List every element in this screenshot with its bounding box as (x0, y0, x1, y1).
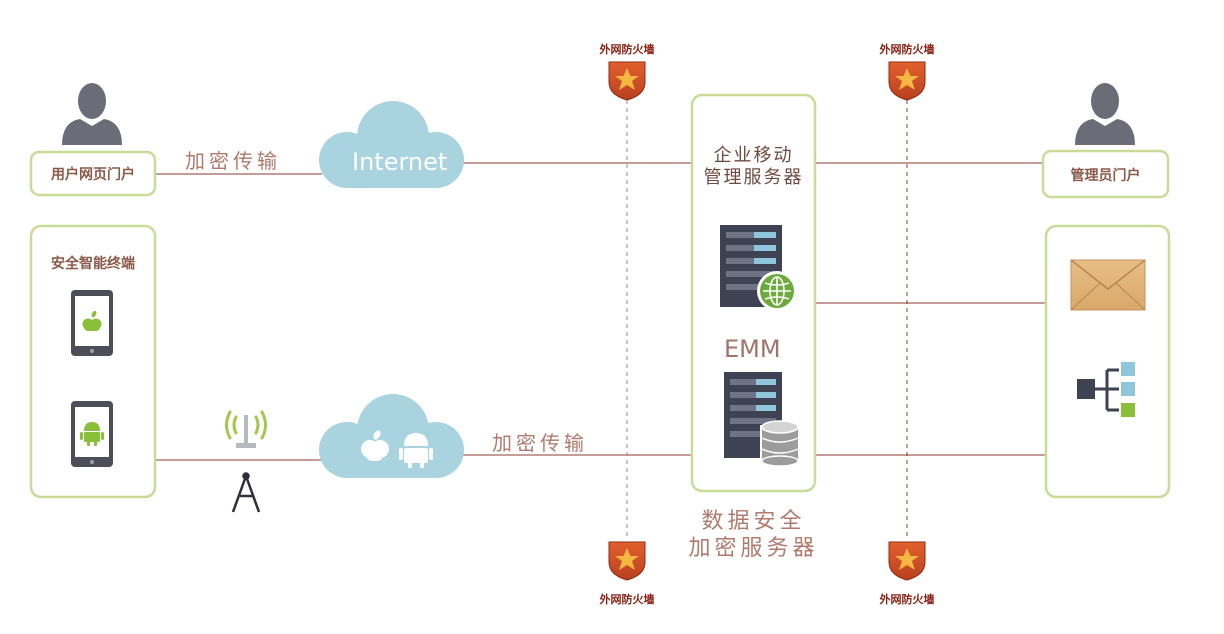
mail-envelope-icon (1070, 259, 1146, 311)
emm-server-line2: 管理服务器 (703, 167, 804, 188)
firewall-label: 外网防火墙 (879, 43, 935, 56)
encrypted-transfer-label: 加密传输 (492, 431, 588, 455)
firewall-shield-icon (608, 61, 646, 101)
data-server-line2: 加密服务器 (688, 536, 819, 561)
admin-portal-box (1041, 149, 1170, 199)
internet-label: Internet (352, 148, 448, 176)
emm-server-title: 企业移动 管理服务器 (692, 145, 815, 189)
secure-terminal-box (29, 224, 157, 499)
firewall-shield-icon (888, 541, 926, 581)
firewall-label: 外网防火墙 (599, 43, 655, 56)
database-icon (760, 420, 800, 467)
firewall-shield-icon (888, 61, 926, 101)
database-server-icon (724, 372, 800, 467)
firewall-label: 外网防火墙 (879, 593, 935, 606)
apple-logo-icon (361, 430, 389, 461)
iphone-device-icon (71, 290, 113, 356)
encrypted-transfer-label: 加密传输 (185, 149, 281, 173)
emm-label: EMM (724, 335, 781, 363)
data-server-title: 数据安全 加密服务器 (672, 508, 835, 562)
admin-person-icon (1075, 83, 1135, 145)
user-portal-box (29, 150, 157, 197)
connection-lines (155, 162, 1046, 461)
firewall-shield-icon (608, 541, 646, 581)
internet-cloud-icon (319, 101, 464, 188)
android-logo-icon (399, 433, 433, 468)
mobile-cloud-icon (319, 394, 464, 478)
globe-icon (757, 271, 797, 311)
data-server-line1: 数据安全 (701, 509, 806, 534)
user-portal-label: 用户网页门户 (51, 167, 135, 183)
antenna-tower-icon (231, 472, 261, 513)
secure-terminal-label: 安全智能终端 (51, 256, 135, 272)
user-person-icon (62, 83, 122, 145)
wireless-signal-icon (225, 410, 267, 448)
android-device-icon (71, 401, 113, 467)
firewall-label: 外网防火墙 (599, 593, 655, 606)
emm-server-line1: 企业移动 (713, 145, 794, 166)
web-server-icon (720, 225, 797, 311)
hierarchy-tree-icon (1077, 362, 1135, 417)
admin-portal-label: 管理员门户 (1070, 168, 1141, 184)
